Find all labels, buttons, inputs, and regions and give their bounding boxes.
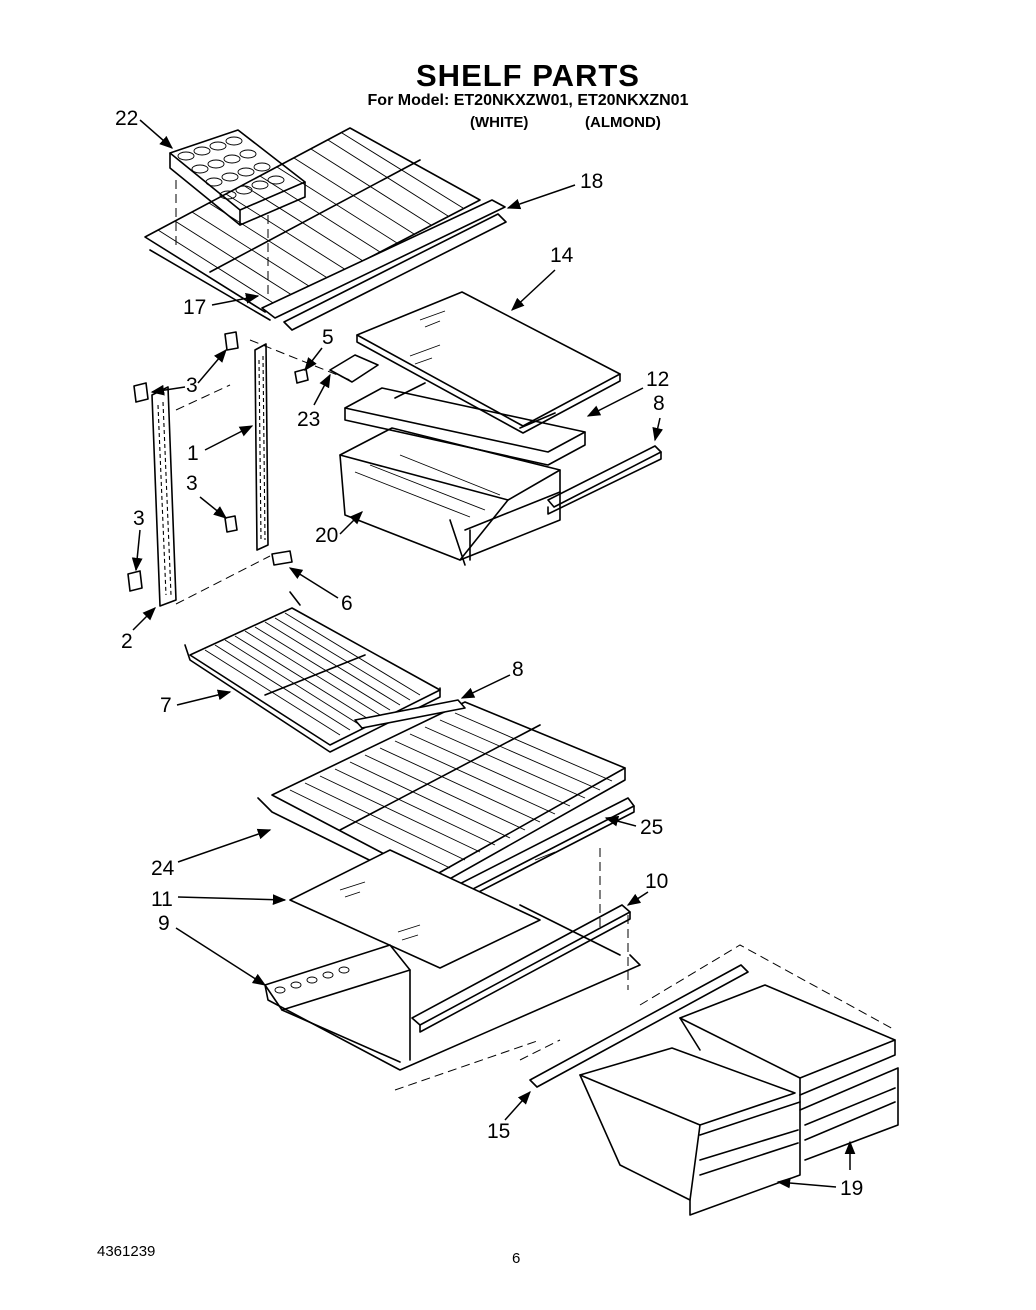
wire-shelf-part-7	[184, 591, 441, 753]
callout-9: 9	[158, 912, 170, 935]
callout-20: 20	[315, 524, 338, 547]
trim-part-8-lower	[354, 699, 466, 729]
callout-3-upper: 3	[186, 374, 198, 397]
crisper-drawer-part-19-right	[679, 984, 899, 1161]
crisper-cover-frame-part-9	[264, 848, 641, 1091]
ladder-part-1-right	[254, 343, 269, 551]
callout-19: 19	[840, 1177, 863, 1200]
crisper-cover-rail-part-10	[411, 904, 631, 1033]
callout-24: 24	[151, 857, 175, 880]
callout-8-lower: 8	[512, 658, 524, 681]
callout-15: 15	[487, 1120, 510, 1143]
callout-18: 18	[580, 170, 603, 193]
callout-3-lower: 3	[133, 507, 145, 530]
callout-23: 23	[297, 408, 320, 431]
callout-3-middle: 3	[186, 472, 198, 495]
shelf-trim-part-18	[261, 199, 507, 331]
color-variants: (WHITE) (ALMOND)	[470, 114, 661, 131]
callout-12: 12	[646, 368, 669, 391]
callout-11: 11	[151, 888, 173, 911]
ice-tray-part-22	[169, 129, 306, 300]
model-line: For Model: ET20NKXZW01, ET20NKXZN01	[367, 92, 689, 109]
callout-14: 14	[550, 244, 574, 267]
screw-part-5	[294, 368, 309, 384]
color-almond-label: (ALMOND)	[585, 114, 661, 131]
wire-shelf-part-24	[257, 701, 626, 891]
rail-part-8-upper	[547, 445, 662, 515]
callout-10: 10	[645, 870, 668, 893]
color-white-label: (WHITE)	[470, 114, 529, 131]
callout-22: 22	[115, 107, 138, 130]
page-title: SHELF PARTS	[416, 58, 640, 93]
callout-1: 1	[187, 442, 199, 465]
freezer-wire-shelf-part-17	[144, 127, 481, 321]
callout-25: 25	[640, 816, 663, 839]
meat-pan-part-20	[339, 427, 561, 566]
divider-rail-part-15	[529, 964, 749, 1088]
callout-8-upper: 8	[653, 392, 665, 415]
callout-5: 5	[322, 326, 334, 349]
glass-shelf-part-14	[356, 291, 621, 434]
callout-17: 17	[183, 296, 206, 319]
callout-7: 7	[160, 694, 172, 717]
document-number: 4361239	[97, 1243, 156, 1260]
clip-part-6	[271, 550, 293, 566]
ladder-part-2-left	[151, 386, 177, 607]
crisper-drawer-part-19-left	[579, 1047, 801, 1216]
page-number: 6	[512, 1250, 521, 1267]
callout-2: 2	[121, 630, 133, 653]
shelf-supports-part-3	[127, 331, 239, 592]
callout-6: 6	[341, 592, 353, 615]
